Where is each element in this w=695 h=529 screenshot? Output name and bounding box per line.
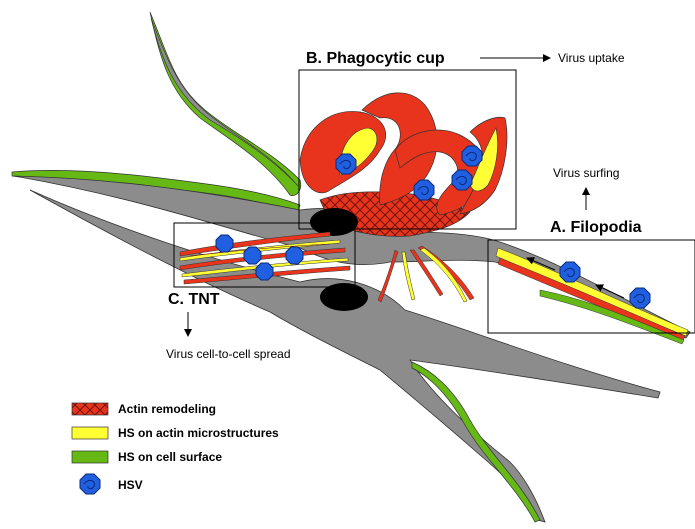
hs-surface-upper-arm <box>150 12 301 196</box>
legend: Actin remodeling HS on actin microstruct… <box>72 402 279 494</box>
virus-icon <box>462 146 482 166</box>
legend-item-hs-surface: HS on cell surface <box>72 450 222 464</box>
legend-item-hs-actin: HS on actin microstructures <box>72 426 279 440</box>
label-phagocytic-cup: B. Phagocytic cup <box>306 50 445 67</box>
hs-surface-lower-right <box>412 362 540 522</box>
actin-hatched-swatch <box>72 403 108 415</box>
virus-icon <box>336 154 356 174</box>
label-tnt: C. TNT <box>168 291 220 308</box>
filopodia-strands <box>496 248 688 344</box>
virus-icon <box>414 180 434 200</box>
label-cell-spread: Virus cell-to-cell spread <box>166 347 291 361</box>
virus-icon <box>452 170 472 190</box>
label-virus-surfing: Virus surfing <box>553 166 619 180</box>
legend-item-hsv: HSV <box>80 474 143 494</box>
virus-icon <box>630 288 650 308</box>
virus-icon <box>256 263 273 280</box>
label-virus-uptake: Virus uptake <box>558 51 625 65</box>
virus-icon <box>560 262 580 282</box>
virus-icon <box>244 247 261 264</box>
label-filopodia: A. Filopodia <box>550 219 642 236</box>
green-swatch <box>72 451 108 463</box>
yellow-swatch <box>72 427 108 439</box>
nucleus-upper <box>310 208 358 236</box>
virus-icon <box>286 247 303 264</box>
legend-label: Actin remodeling <box>118 402 216 416</box>
legend-label: HS on cell surface <box>118 450 222 464</box>
legend-label: HSV <box>118 478 143 492</box>
legend-item-actin: Actin remodeling <box>72 402 216 416</box>
legend-label: HS on actin microstructures <box>118 426 279 440</box>
virus-hexagon-icon <box>80 474 100 494</box>
virus-icon <box>216 235 233 252</box>
